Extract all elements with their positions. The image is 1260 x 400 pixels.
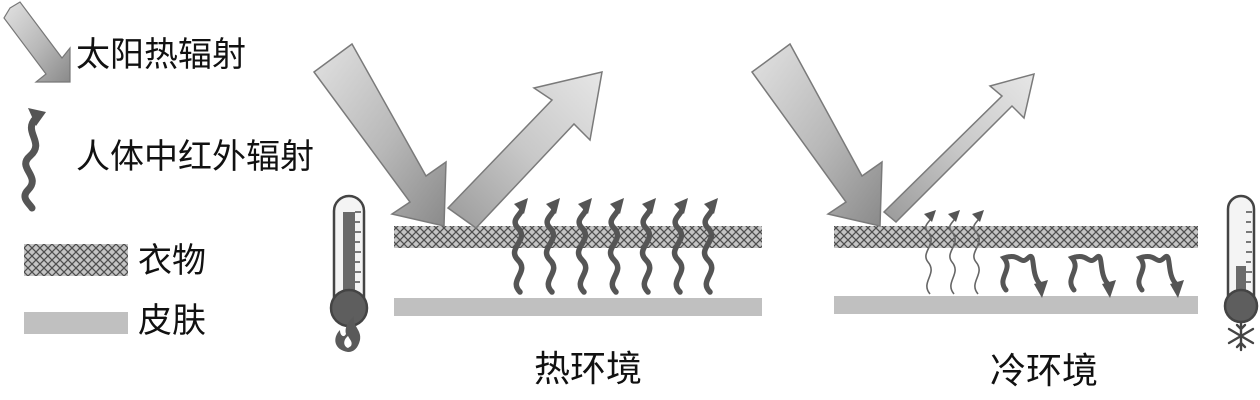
legend-ir-wave-icon — [21, 108, 46, 212]
hot-solar-incoming-arrow — [312, 42, 447, 227]
hot-environment-caption: 热环境 — [534, 349, 643, 390]
cold-ir-reflected-wave — [1135, 253, 1184, 298]
hot-solar-reflected-arrow — [446, 71, 603, 229]
thermometer-hot-icon — [329, 194, 369, 328]
legend-skin-swatch — [24, 312, 128, 334]
cold-ir-thin-waves — [924, 210, 984, 295]
legend-cloth-swatch — [24, 244, 128, 276]
cold-ir-thin-wave — [972, 210, 984, 295]
cold-environment-caption: 冷环境 — [990, 351, 1099, 392]
cold-ir-reflected-wave — [1067, 253, 1116, 298]
cold-cloth-layer — [834, 226, 1198, 248]
cold-ir-thin-wave — [924, 210, 936, 295]
legend-solar-label: 太阳热辐射 — [76, 35, 246, 75]
legend-cloth-label: 衣物 — [138, 241, 206, 281]
hot-ir-wave — [575, 198, 592, 295]
legend-ir-label: 人体中红外辐射 — [76, 137, 314, 177]
cold-solar-incoming-arrow — [750, 42, 883, 227]
hot-ir-wave — [543, 198, 560, 295]
legend-skin-label: 皮肤 — [138, 301, 206, 341]
hot-ir-wave — [671, 198, 688, 295]
hot-ir-wave — [639, 198, 656, 295]
flame-icon — [335, 316, 361, 352]
cold-ir-thin-wave — [948, 210, 960, 295]
snowflake-icon — [1227, 320, 1255, 352]
hot-ir-waves — [511, 198, 718, 295]
hot-ir-wave — [511, 198, 528, 295]
hot-ir-wave — [607, 198, 624, 295]
cold-solar-reflected-arrow — [882, 72, 1036, 224]
hot-skin-layer — [394, 298, 762, 316]
hot-ir-wave — [701, 198, 718, 295]
thermometer-cold-icon — [1223, 194, 1259, 324]
legend-solar-arrow-icon — [3, 1, 71, 83]
cold-skin-layer — [834, 296, 1198, 314]
hot-cloth-layer — [394, 226, 762, 248]
cold-ir-reflected-waves — [999, 253, 1184, 298]
cold-ir-reflected-wave — [999, 253, 1048, 298]
